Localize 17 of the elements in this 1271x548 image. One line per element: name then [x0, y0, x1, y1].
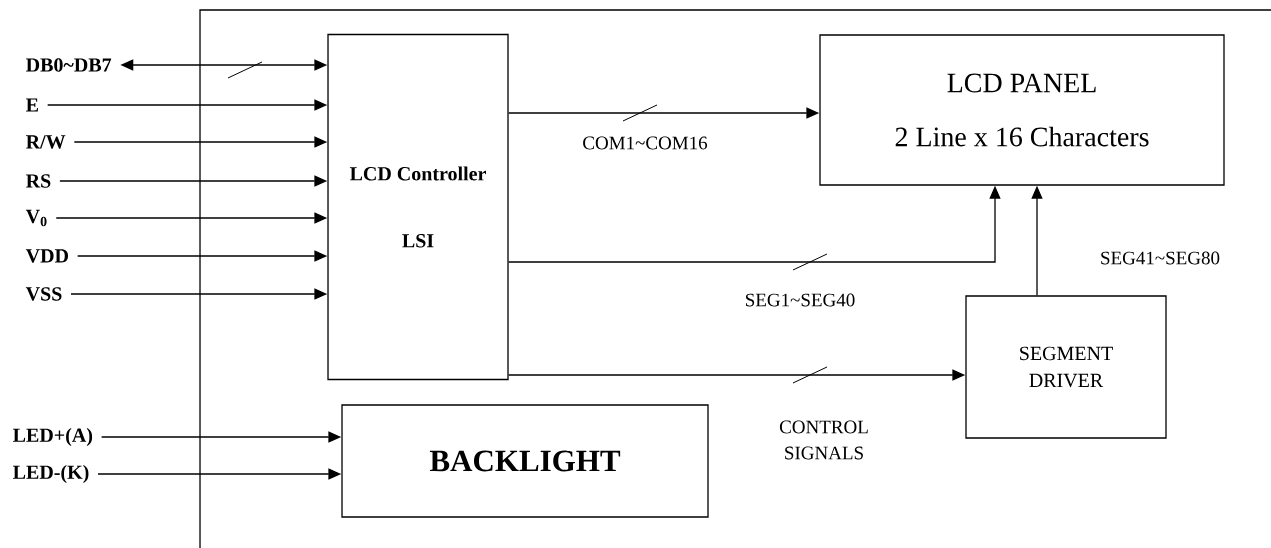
signal-name: R/W [26, 135, 66, 149]
backlight-box: BACKLIGHT [341, 404, 709, 518]
edge-label: COM1~COM16 [581, 135, 709, 151]
signal-name: VDD [25, 249, 68, 263]
controller-box: LCD Controller LSI [327, 33, 509, 381]
signal-name: LED-(K) [13, 464, 89, 484]
signal-name: LED+(A) [13, 427, 93, 447]
edge-label: SEG41~SEG80 [1098, 250, 1222, 266]
edge-label: SEG1~SEG40 [743, 292, 857, 308]
edge-label: CONTROL SIGNALS [773, 419, 875, 461]
driver-box: SEGMENT DRIVER [965, 295, 1167, 439]
signal-name: V$_{0}$ [25, 209, 47, 227]
signal-name: E [26, 98, 38, 112]
panel-box: LCD PANEL 2 Line x 16 Characters [819, 34, 1225, 186]
signal-name: DB0~DB7 [26, 58, 112, 72]
signal-name: RS [26, 174, 51, 188]
signal-name: VSS [25, 287, 62, 301]
